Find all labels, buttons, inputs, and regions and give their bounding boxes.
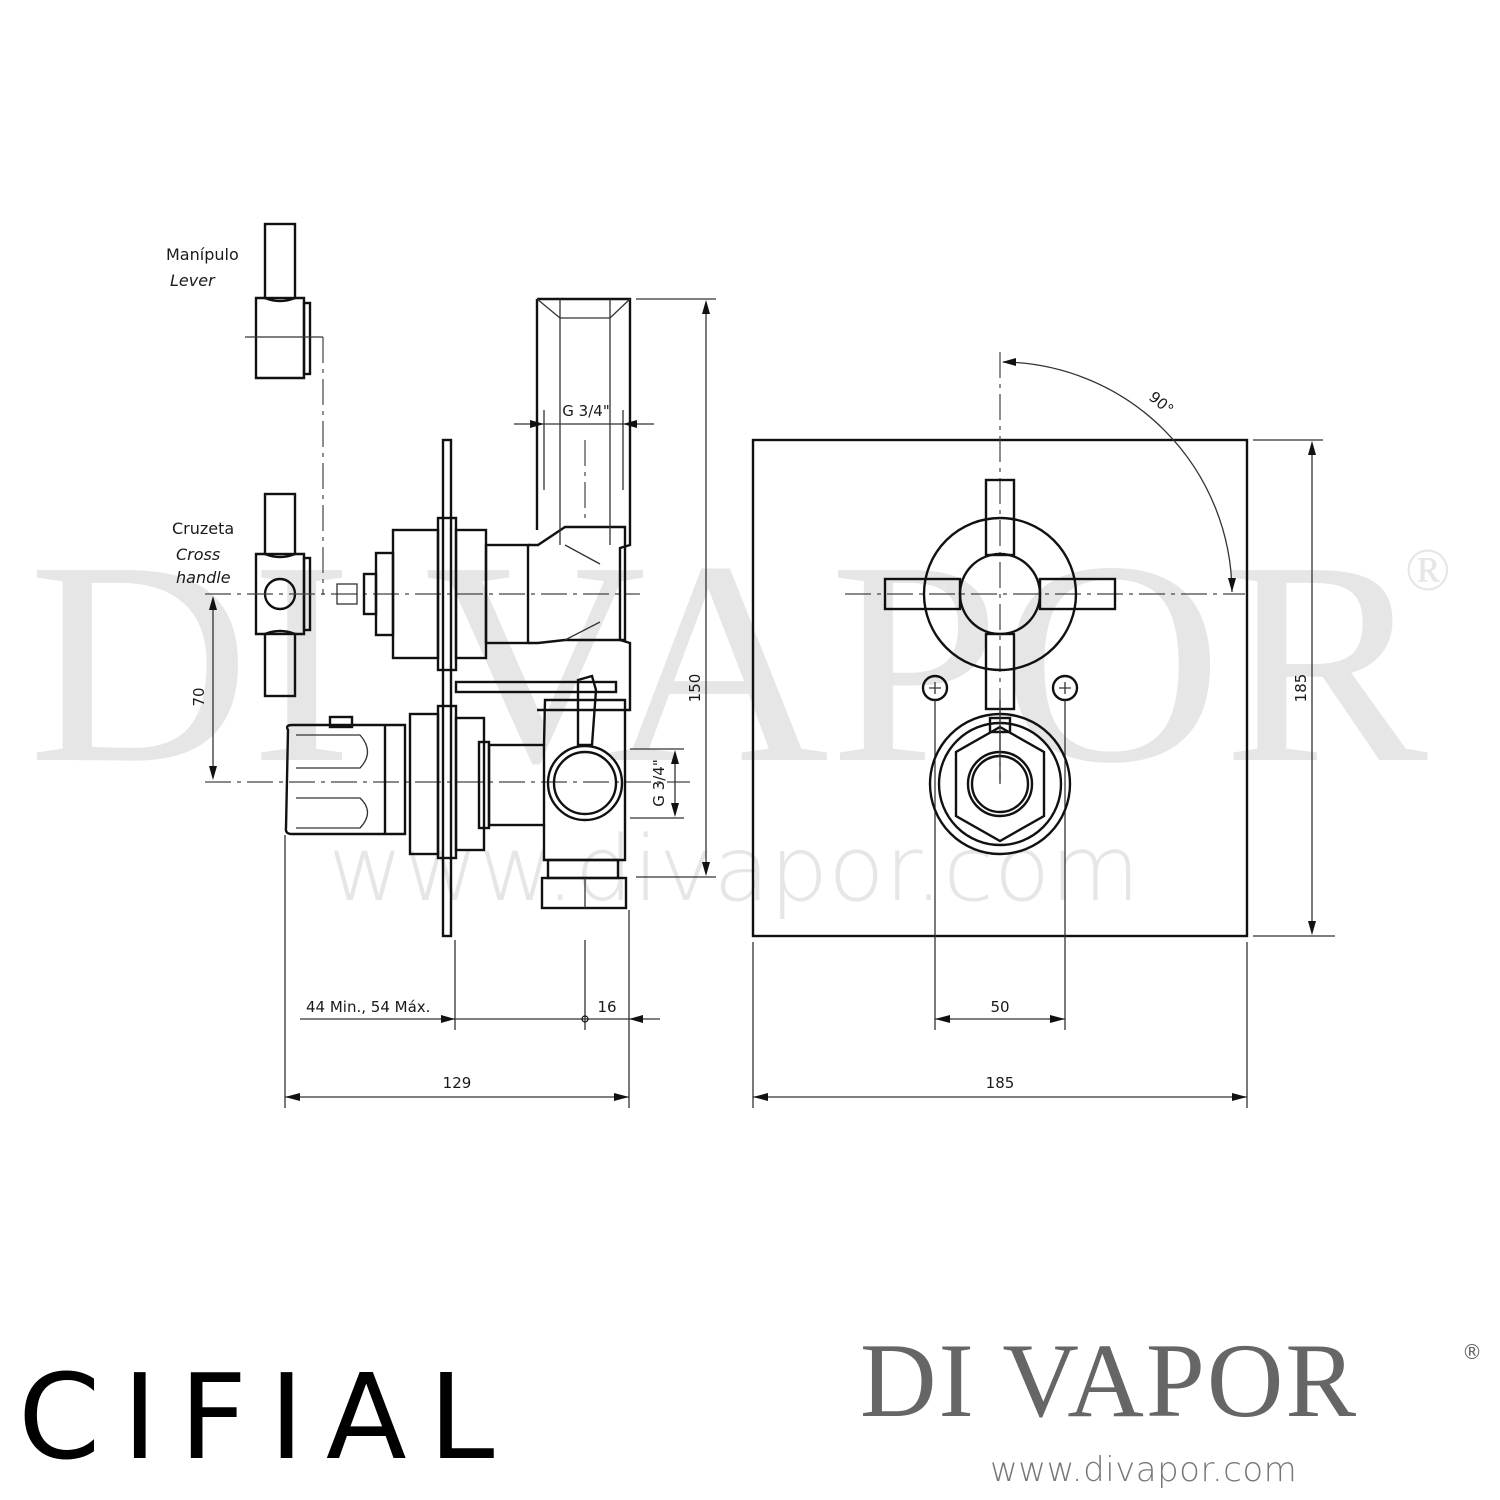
dim-plate-width-label: 185 bbox=[986, 1074, 1015, 1092]
label-cross-pt: Cruzeta bbox=[172, 519, 234, 538]
label-cross-en-1: Cross bbox=[176, 545, 220, 564]
dim-70-label: 70 bbox=[190, 687, 208, 706]
label-lever-pt: Manípulo bbox=[166, 245, 239, 264]
dim-wall-depth-label: 44 Min., 54 Máx. bbox=[306, 998, 430, 1016]
cifial-logo: CIFIAL bbox=[18, 1348, 517, 1486]
dim-total-depth-label: 129 bbox=[443, 1074, 472, 1092]
dim-150-label: 150 bbox=[686, 674, 704, 703]
watermark: DI VAPOR ® www.divapor.com bbox=[28, 502, 1451, 922]
lever-handle-drawing bbox=[245, 222, 324, 595]
watermark-url: www.divapor.com bbox=[328, 817, 1140, 922]
dim-angle-label: 90° bbox=[1145, 388, 1177, 419]
dim-plate-width bbox=[752, 942, 1248, 1108]
cover-plate-front bbox=[751, 352, 1249, 1030]
watermark-text: DI VAPOR bbox=[28, 502, 1429, 823]
label-lever-en: Lever bbox=[170, 271, 216, 290]
dim-thread-top-label: G 3/4" bbox=[562, 402, 609, 420]
divapor-url: www.divapor.com bbox=[990, 1450, 1298, 1490]
dim-thread-side-label: G 3/4" bbox=[650, 759, 668, 806]
dim-screw-spacing-label: 50 bbox=[990, 998, 1009, 1016]
watermark-registered: ® bbox=[1405, 537, 1451, 603]
label-cross-en-2: handle bbox=[176, 568, 231, 587]
dim-thread-top bbox=[514, 410, 654, 520]
divapor-registered-mark: ® bbox=[1462, 1340, 1482, 1364]
valve-body-side bbox=[284, 297, 632, 938]
dim-plate-height bbox=[1253, 439, 1335, 937]
dim-thread-side bbox=[630, 748, 684, 819]
dim-offset-label: 16 bbox=[597, 998, 616, 1016]
dim-plate-height-label: 185 bbox=[1292, 674, 1310, 703]
dim-70 bbox=[209, 596, 217, 780]
dim-depth bbox=[284, 835, 660, 1108]
dim-150 bbox=[636, 298, 716, 878]
divapor-logo: DI VAPOR bbox=[860, 1322, 1359, 1439]
